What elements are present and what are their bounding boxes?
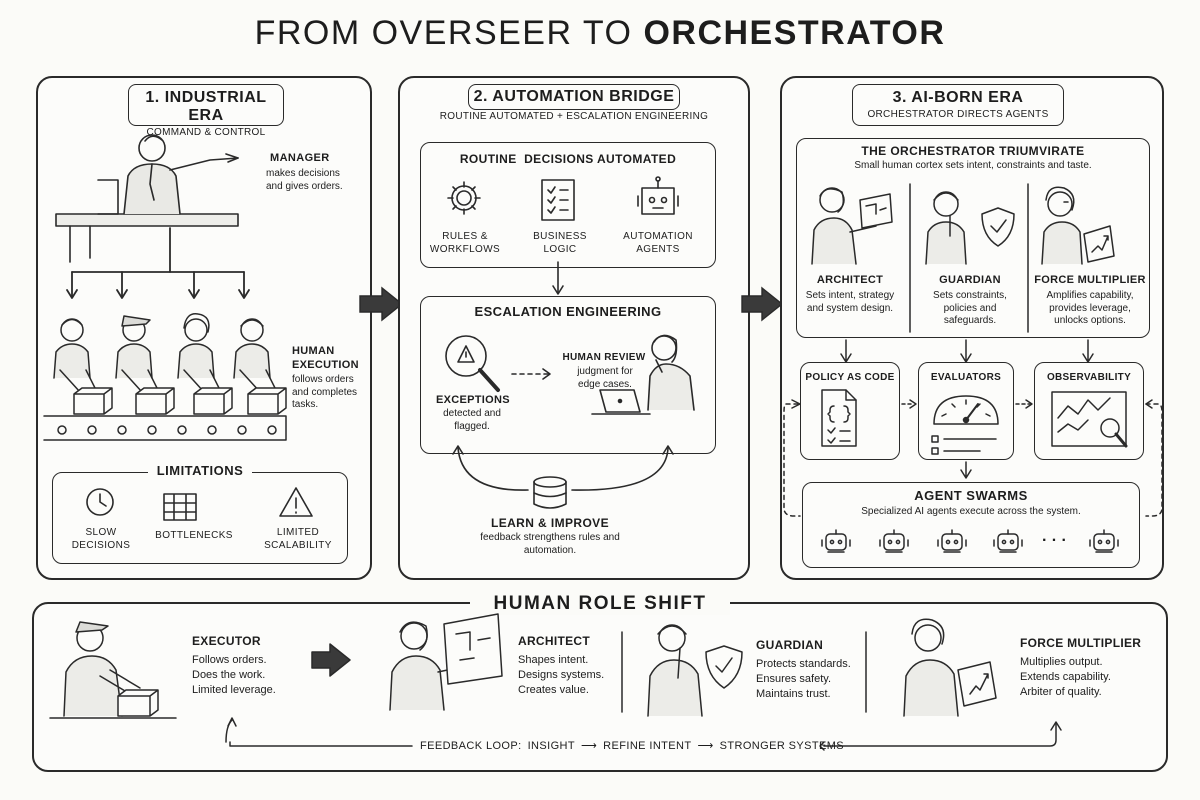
feedback-step-insight: INSIGHT: [527, 739, 575, 752]
human-role-shift-title: HUMAN ROLE SHIFT: [470, 593, 730, 615]
role-force-multiplier-description: Amplifies capability, provides leverage,…: [1046, 290, 1134, 326]
agent-swarms-title: AGENT SWARMS: [914, 488, 1028, 503]
learn-improve-description: feedback strengthens rules and automatio…: [480, 532, 620, 556]
agent-swarms-description: Specialized AI agents execute across the…: [861, 506, 1081, 517]
shift-executor-line-2: Does the work.: [192, 669, 266, 681]
swarm-ellipsis: · · ·: [1042, 532, 1067, 549]
routine-business-logic: BUSINESS LOGIC: [533, 231, 587, 255]
limitation-scalability: LIMITED SCALABILITY: [264, 527, 332, 551]
shift-executor-line-3: Limited leverage.: [192, 684, 276, 696]
industrial-era-header: 1. INDUSTRIAL ERA COMMAND & CONTROL: [128, 84, 284, 138]
routine-rules-workflows: RULES & WORKFLOWS: [429, 231, 501, 255]
triumvirate-title: THE ORCHESTRATOR TRIUMVIRATE: [861, 144, 1085, 158]
shift-force-multiplier-line-1: Multiplies output.: [1020, 656, 1103, 668]
feedback-loop: FEEDBACK LOOP: INSIGHT ⟶ REFINE INTENT ⟶…: [420, 739, 844, 753]
execution-description: follows orders and completes tasks.: [292, 374, 358, 410]
shift-force-multiplier-line-2: Extends capability.: [1020, 671, 1111, 683]
routine-decisions-title: ROUTINE DECISIONS AUTOMATED: [459, 152, 677, 166]
shift-architect-line-3: Creates value.: [518, 684, 589, 696]
shift-executor-name: EXECUTOR: [192, 634, 261, 648]
feedback-loop-prefix: FEEDBACK LOOP:: [420, 739, 522, 752]
learn-improve-label: LEARN & IMPROVE: [490, 516, 609, 530]
industrial-era-subtitle: COMMAND & CONTROL: [146, 127, 266, 138]
title-light: FROM OVERSEER TO: [254, 14, 633, 52]
ai-born-era-header: 3. AI-BORN ERA ORCHESTRATOR DIRECTS AGEN…: [852, 84, 1064, 126]
human-review-label: HUMAN REVIEW: [562, 352, 646, 363]
feedback-step-stronger: STRONGER SYSTEMS: [719, 739, 845, 752]
triumvirate-description: Small human cortex sets intent, constrai…: [854, 160, 1092, 171]
limitation-slow: SLOW DECISIONS: [71, 527, 131, 551]
feedback-step-refine: REFINE INTENT: [603, 739, 692, 752]
role-force-multiplier-name: FORCE MULTIPLIER: [1034, 274, 1146, 286]
policy-as-code-label: POLICY AS CODE: [805, 372, 895, 383]
role-guardian-description: Sets constraints, policies and safeguard…: [933, 290, 1007, 326]
shift-force-multiplier-name: FORCE MULTIPLIER: [1020, 636, 1142, 650]
exceptions-description: detected and flagged.: [443, 408, 501, 432]
human-review-description: judgment for edge cases.: [577, 366, 633, 390]
shift-architect-line-1: Shapes intent.: [518, 654, 589, 666]
ai-born-era-subtitle: ORCHESTRATOR DIRECTS AGENTS: [867, 109, 1049, 120]
ai-born-era-title: 3. AI-BORN ERA: [892, 89, 1024, 106]
manager-label: MANAGER: [270, 152, 330, 164]
agent-swarms-box: [802, 482, 1140, 568]
exceptions-label: EXCEPTIONS: [436, 394, 510, 406]
manager-description: makes decisions and gives orders.: [266, 168, 343, 192]
escalation-engineering-title: ESCALATION ENGINEERING: [474, 304, 662, 319]
role-architect-name: ARCHITECT: [816, 274, 884, 286]
role-architect-description: Sets intent, strategy and system design.: [805, 290, 895, 314]
shift-force-multiplier-line-3: Arbiter of quality.: [1020, 686, 1102, 698]
industrial-era-title: 1. INDUSTRIAL ERA: [145, 89, 267, 124]
limitation-bottlenecks: BOTTLENECKS: [155, 530, 233, 541]
shift-guardian-line-1: Protects standards.: [756, 658, 851, 670]
shift-executor-line-1: Follows orders.: [192, 654, 267, 666]
arrow-right-icon: ⟶: [581, 740, 598, 752]
routine-automation-agents: AUTOMATION AGENTS: [623, 231, 693, 255]
arrow-right-icon: ⟶: [697, 740, 714, 752]
automation-bridge-title: 2. AUTOMATION BRIDGE: [473, 88, 675, 105]
role-guardian-name: GUARDIAN: [939, 274, 1001, 286]
execution-label: HUMAN EXECUTION: [292, 345, 359, 372]
shift-guardian-name: GUARDIAN: [756, 638, 824, 652]
title-bold: ORCHESTRATOR: [643, 14, 946, 52]
automation-bridge-subtitle: ROUTINE AUTOMATED + ESCALATION ENGINEERI…: [439, 111, 709, 122]
automation-bridge-header: 2. AUTOMATION BRIDGE: [468, 84, 680, 110]
shift-architect-name: ARCHITECT: [518, 634, 591, 648]
shift-architect-line-2: Designs systems.: [518, 669, 605, 681]
main-title: FROM OVERSEER TO ORCHESTRATOR: [0, 14, 1200, 53]
observability-label: OBSERVABILITY: [1046, 372, 1132, 383]
shift-guardian-line-2: Ensures safety.: [756, 673, 831, 685]
evaluators-label: EVALUATORS: [930, 372, 1002, 383]
limitations-title: LIMITATIONS: [148, 463, 252, 478]
shift-guardian-line-3: Maintains trust.: [756, 688, 831, 700]
